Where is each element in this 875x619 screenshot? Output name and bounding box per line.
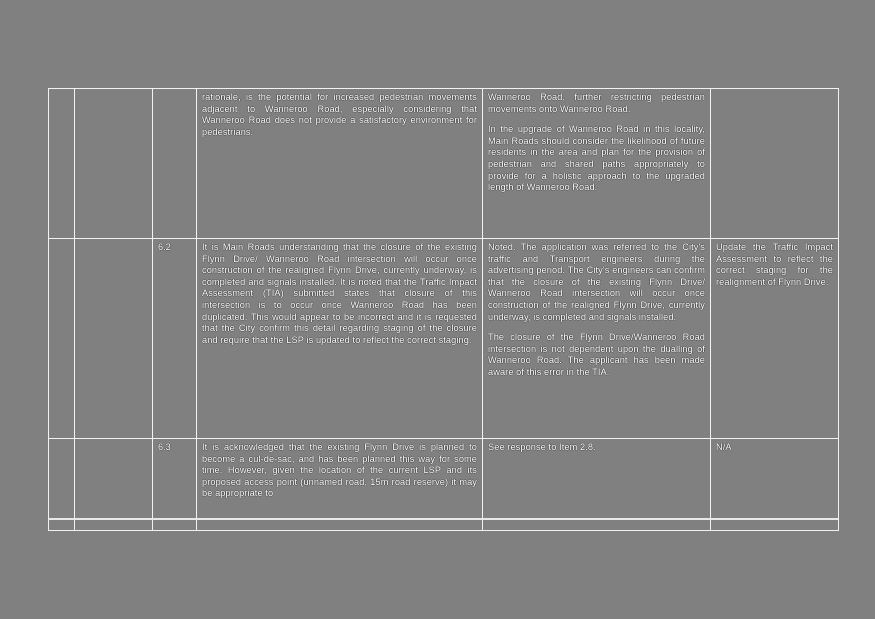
- response-paragraph: Wanneroo Road, further restricting pedes…: [488, 92, 705, 114]
- submission-comment-text: It is Main Roads understanding that the …: [202, 242, 477, 346]
- page-bottom-rule: [48, 518, 838, 520]
- table-body: rationale, is the potential for increase…: [48, 88, 839, 531]
- spine-column-a: [48, 88, 75, 239]
- comment-paragraph: It is Main Roads understanding that the …: [202, 242, 477, 345]
- city-response-cell: Noted. The application was referred to t…: [482, 238, 711, 439]
- city-response-text: Wanneroo Road, further restricting pedes…: [488, 92, 705, 194]
- schedule-of-submissions-table: rationale, is the potential for increase…: [48, 88, 839, 531]
- row-reference-cell: [152, 88, 197, 239]
- action-paragraph: Update the Traffic Impact Assessment to …: [716, 242, 833, 287]
- table-row: 6.3 It is acknowledged that the existing…: [48, 438, 839, 531]
- row-reference-cell: 6.3: [152, 438, 197, 531]
- comment-paragraph: rationale, is the potential for increase…: [202, 92, 477, 137]
- spine-column-b: [74, 88, 153, 239]
- submission-comment-cell: rationale, is the potential for increase…: [196, 88, 483, 239]
- city-response-cell: See response to Item 2.8.: [482, 438, 711, 531]
- submission-comment-cell: It is acknowledged that the existing Fly…: [196, 438, 483, 531]
- spine-column-a: [48, 438, 75, 531]
- response-paragraph: The closure of the Flynn Drive/Wanneroo …: [488, 332, 705, 377]
- action-required-text: Update the Traffic Impact Assessment to …: [716, 242, 833, 288]
- row-reference: 6.3: [158, 442, 171, 452]
- table-row: rationale, is the potential for increase…: [48, 88, 839, 239]
- spine-column-b: [74, 238, 153, 439]
- city-response-text: See response to Item 2.8.: [488, 442, 705, 454]
- response-paragraph: In the upgrade of Wanneroo Road in this …: [488, 124, 705, 193]
- city-response-text: Noted. The application was referred to t…: [488, 242, 705, 379]
- response-paragraph: Noted. The application was referred to t…: [488, 242, 705, 322]
- table-row: 6.2 It is Main Roads understanding that …: [48, 238, 839, 439]
- action-required-text: N/A: [716, 442, 833, 454]
- spine-column-b: [74, 438, 153, 531]
- action-required-cell: N/A: [710, 438, 839, 531]
- action-paragraph: N/A: [716, 442, 732, 452]
- comment-paragraph: It is acknowledged that the existing Fly…: [202, 442, 477, 499]
- city-response-cell: Wanneroo Road, further restricting pedes…: [482, 88, 711, 239]
- row-reference-cell: 6.2: [152, 238, 197, 439]
- submission-comment-cell: It is Main Roads understanding that the …: [196, 238, 483, 439]
- row-reference: 6.2: [158, 242, 171, 252]
- action-required-cell: [710, 88, 839, 239]
- action-required-cell: Update the Traffic Impact Assessment to …: [710, 238, 839, 439]
- submission-comment-text: It is acknowledged that the existing Fly…: [202, 442, 477, 500]
- spine-column-a: [48, 238, 75, 439]
- submission-comment-text: rationale, is the potential for increase…: [202, 92, 477, 138]
- response-paragraph: See response to Item 2.8.: [488, 442, 596, 452]
